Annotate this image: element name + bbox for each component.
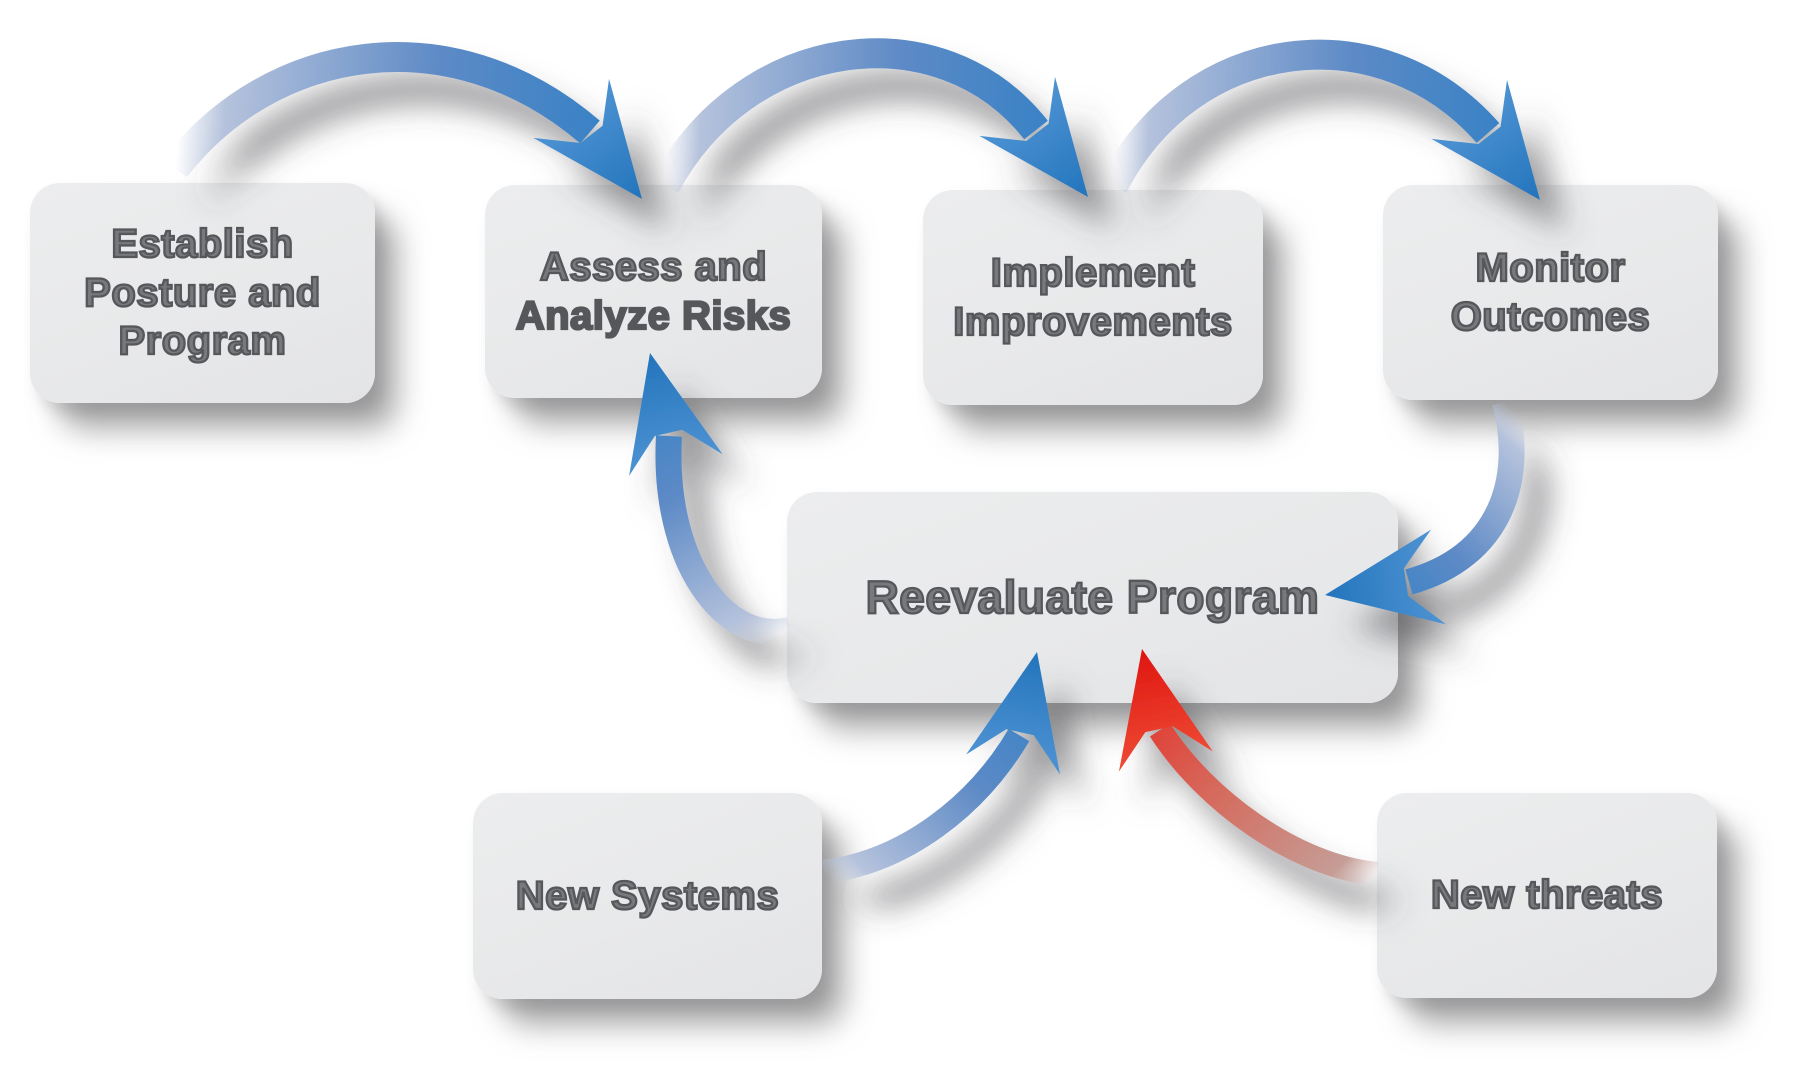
node-label-line: Establish xyxy=(110,221,294,267)
node-label-line: Monitor xyxy=(1474,245,1626,291)
node-label-line: Improvements xyxy=(952,298,1233,344)
node-new-threats: New threats xyxy=(1377,793,1717,998)
node-label-line: New threats xyxy=(1430,872,1664,918)
node-implement-improvements: Implement Improvements xyxy=(923,190,1263,405)
node-label-line: Assess and xyxy=(539,244,768,290)
node-assess-and-analyze-risks: Assess and Analyze Risks xyxy=(485,185,822,398)
node-label-line: Outcomes xyxy=(1450,293,1651,339)
node-label-line: New Systems xyxy=(515,872,780,918)
node-label-line: Reevaluate Program xyxy=(864,570,1320,624)
node-label-line: Program xyxy=(117,318,287,364)
node-reevaluate-program: Reevaluate Program xyxy=(787,492,1398,703)
node-monitor-outcomes: Monitor Outcomes xyxy=(1383,185,1718,400)
node-label-line: Posture and xyxy=(83,269,321,315)
node-new-systems: New Systems xyxy=(473,793,822,999)
node-label-line: Implement xyxy=(990,250,1196,296)
node-label-line-emphasized: Analyze Risks xyxy=(515,292,792,338)
node-establish-posture-and-program: Establish Posture and Program xyxy=(30,183,375,403)
